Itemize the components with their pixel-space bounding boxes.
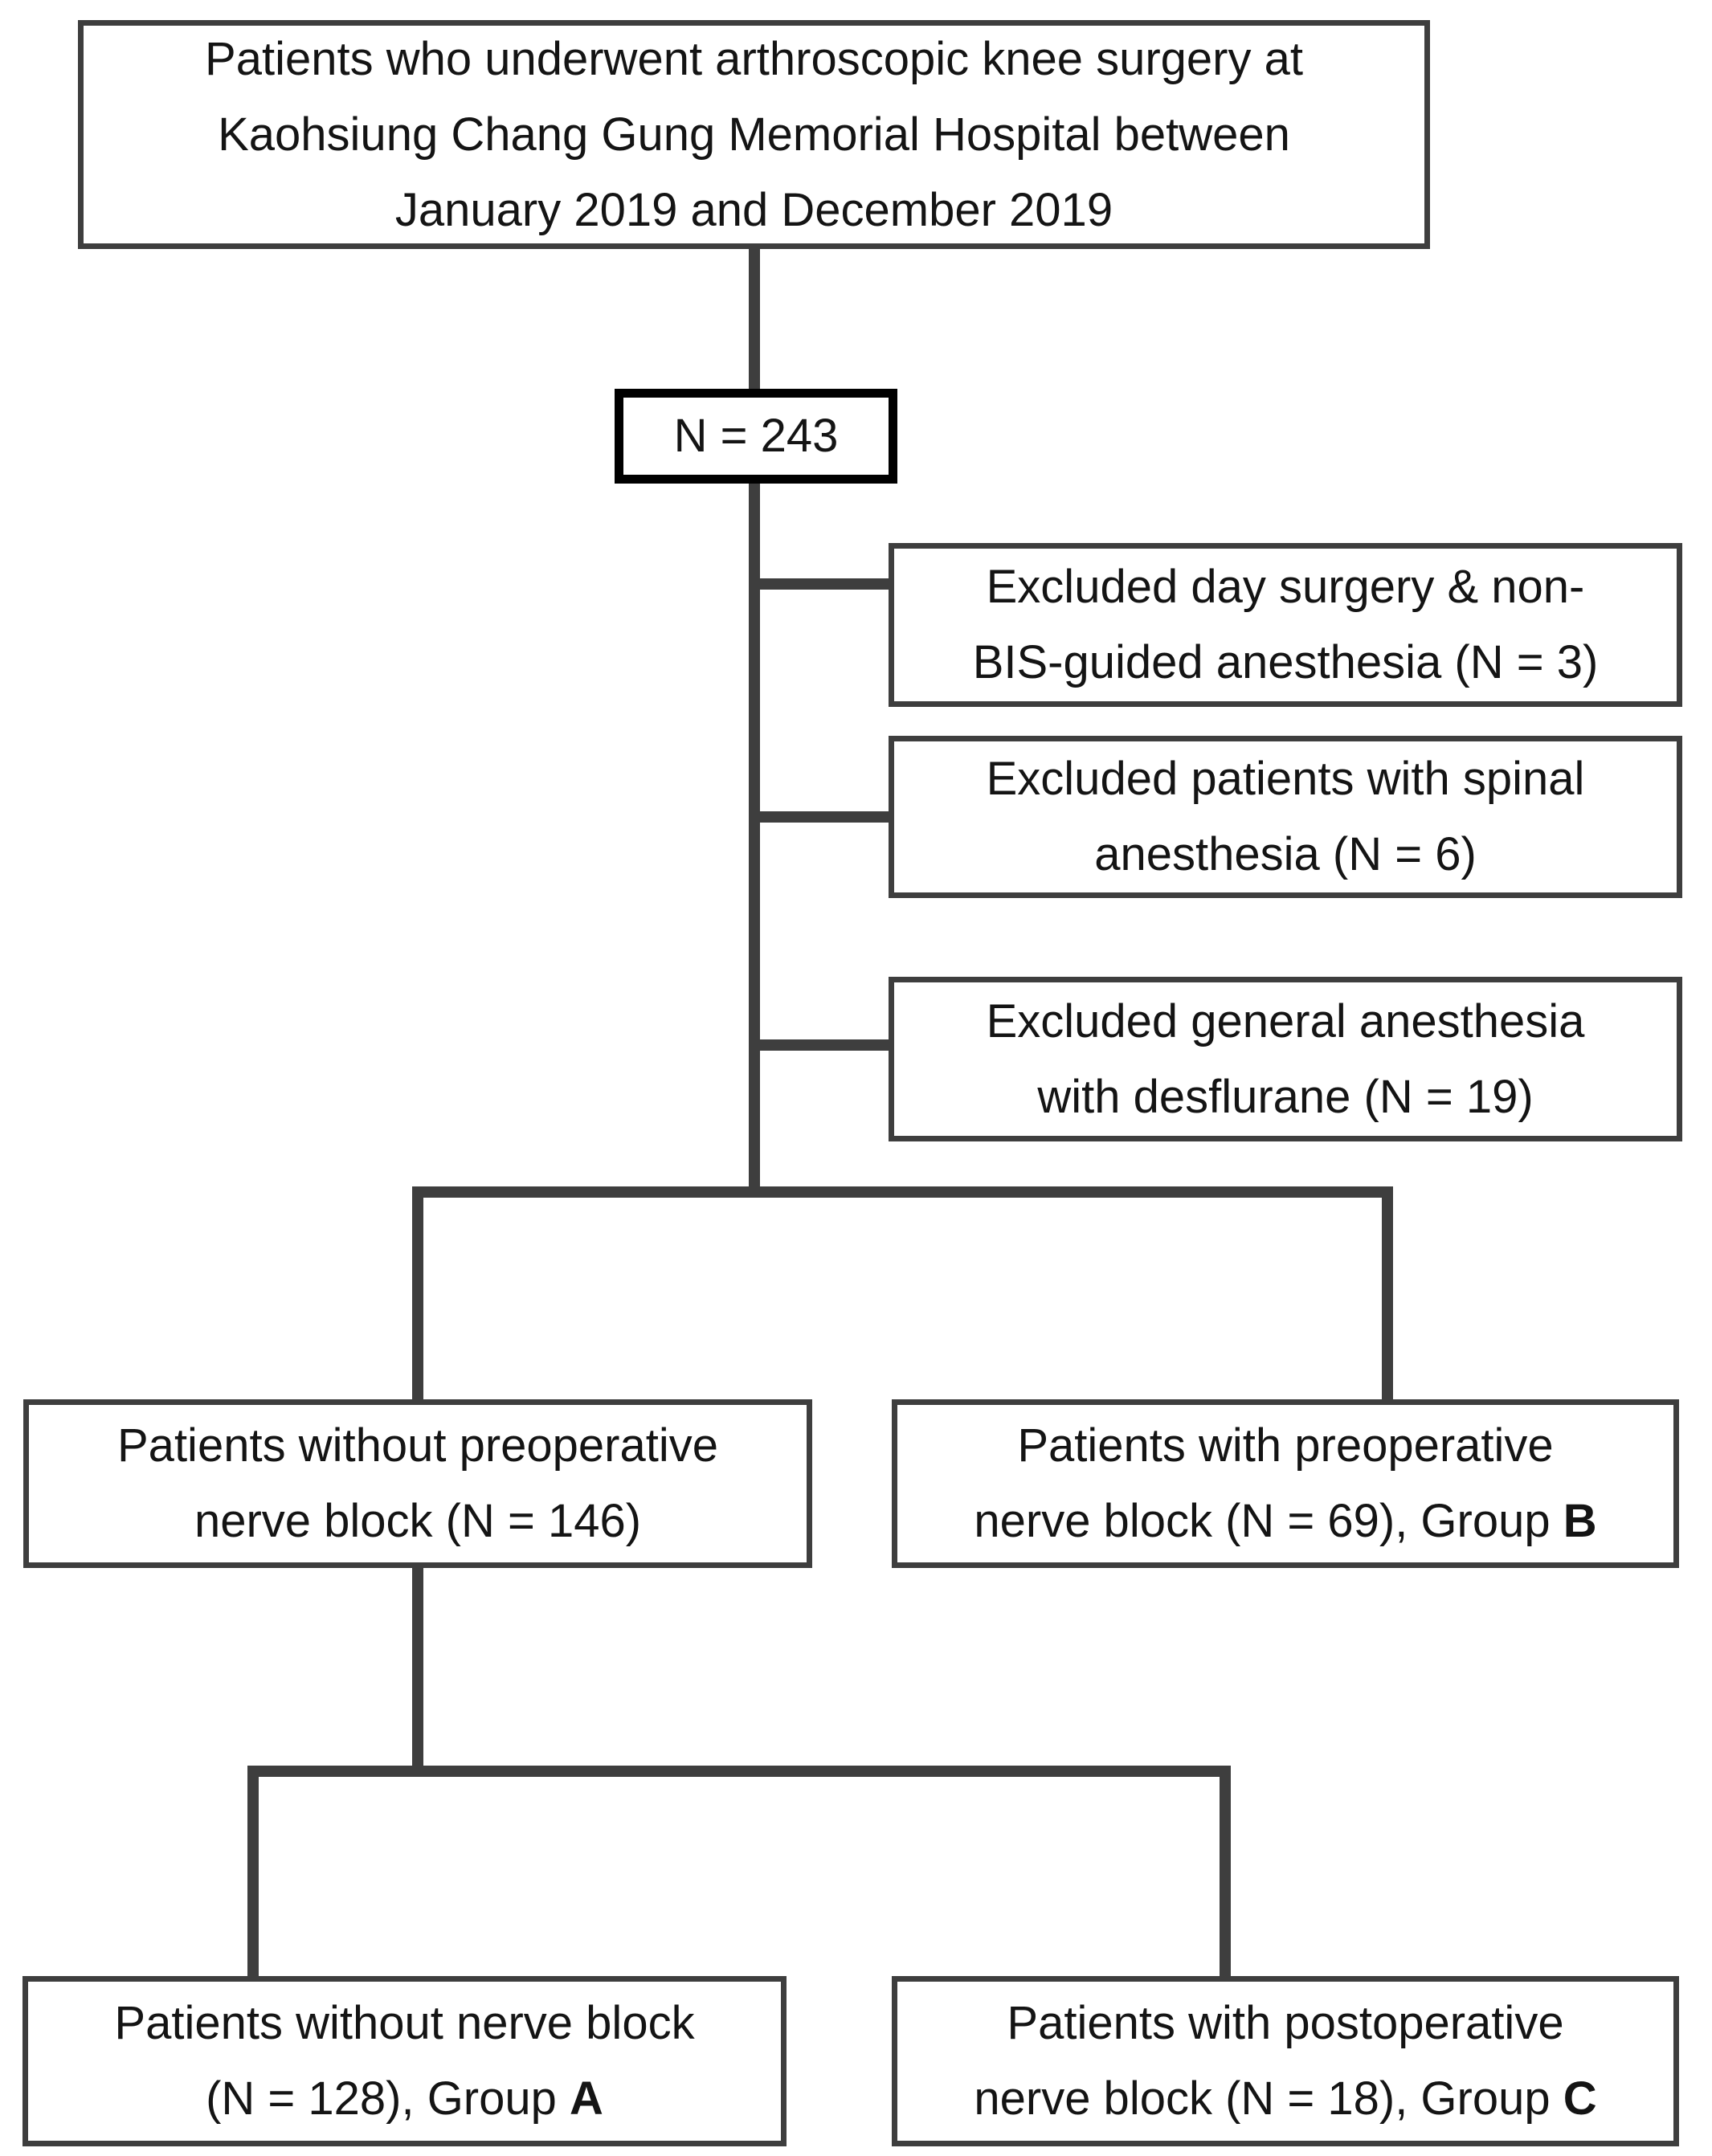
box-postoperative-block-group-c: Patients with postoperative nerve block …	[892, 1976, 1679, 2146]
connector-upper-branch-left-leg	[412, 1186, 423, 1403]
box-excluded-desflurane-line2: with desflurane (N = 19)	[1037, 1070, 1534, 1123]
connector-stub-excluded-day-surgery	[749, 578, 893, 590]
group-a-letter: A	[570, 2072, 603, 2125]
group-c-text: nerve block (N = 18), Group	[974, 2072, 1563, 2125]
box-excluded-day-surgery-line1: Excluded day surgery & non-	[986, 561, 1585, 613]
box-preoperative-block-group-b-line2: nerve block (N = 69), Group B	[974, 1484, 1596, 1559]
connector-no-preop-down	[412, 1565, 423, 1777]
box-no-block-group-a: Patients without nerve block (N = 128), …	[22, 1976, 787, 2146]
connector-upper-branch-right-leg	[1382, 1186, 1393, 1403]
connector-total-trunk	[749, 480, 760, 1198]
box-study-population: Patients who underwent arthroscopic knee…	[78, 20, 1430, 249]
box-study-population-line1: Patients who underwent arthroscopic knee…	[205, 32, 1303, 85]
connector-population-to-total	[749, 246, 760, 392]
box-no-preoperative-block: Patients without preoperative nerve bloc…	[23, 1399, 812, 1568]
group-c-letter: C	[1563, 2072, 1597, 2125]
box-excluded-spinal: Excluded patients with spinal anesthesia…	[889, 736, 1682, 898]
box-excluded-desflurane-line1: Excluded general anesthesia	[986, 994, 1585, 1047]
box-preoperative-block-group-b: Patients with preoperative nerve block (…	[892, 1399, 1679, 1568]
connector-lower-branch-horizontal	[247, 1766, 1231, 1777]
box-no-block-group-a-line2: (N = 128), Group A	[206, 2061, 603, 2137]
box-preoperative-block-group-b-line1: Patients with preoperative	[1017, 1419, 1554, 1472]
box-excluded-spinal-line2: anesthesia (N = 6)	[1094, 828, 1477, 880]
box-excluded-day-surgery-line2: BIS-guided anesthesia (N = 3)	[972, 636, 1599, 688]
connector-stub-excluded-desflurane	[749, 1039, 893, 1051]
box-excluded-spinal-line1: Excluded patients with spinal	[986, 753, 1585, 805]
group-b-text: nerve block (N = 69), Group	[974, 1495, 1563, 1547]
box-no-preoperative-block-line2: nerve block (N = 146)	[194, 1495, 642, 1547]
connector-lower-branch-left-leg	[247, 1766, 259, 1981]
group-b-letter: B	[1563, 1495, 1597, 1547]
box-no-block-group-a-line1: Patients without nerve block	[114, 1997, 695, 2049]
group-a-text: (N = 128), Group	[206, 2072, 570, 2125]
box-postoperative-block-group-c-line2: nerve block (N = 18), Group C	[974, 2061, 1596, 2137]
box-study-population-line3: January 2019 and December 2019	[394, 183, 1113, 236]
box-excluded-desflurane: Excluded general anesthesia with desflur…	[889, 977, 1682, 1141]
box-total-n: N = 243	[615, 389, 897, 484]
box-postoperative-block-group-c-line1: Patients with postoperative	[1007, 1997, 1564, 2049]
connector-upper-branch-horizontal	[412, 1186, 1393, 1198]
box-study-population-line2: Kaohsiung Chang Gung Memorial Hospital b…	[218, 108, 1290, 161]
connector-lower-branch-right-leg	[1220, 1766, 1231, 1981]
box-total-n-label: N = 243	[673, 410, 839, 462]
box-excluded-day-surgery: Excluded day surgery & non- BIS-guided a…	[889, 543, 1682, 707]
box-no-preoperative-block-line1: Patients without preoperative	[117, 1419, 718, 1472]
connector-stub-excluded-spinal	[749, 811, 893, 823]
